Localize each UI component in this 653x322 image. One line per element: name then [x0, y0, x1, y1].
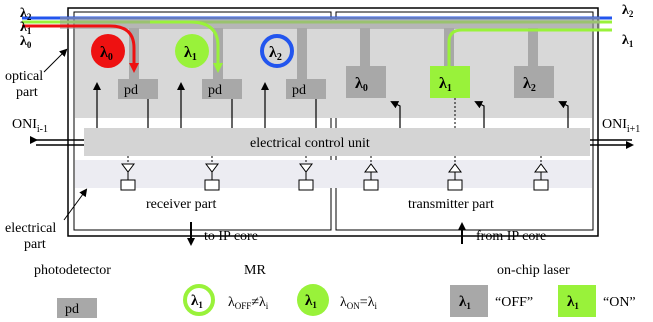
- optical-region: [75, 20, 592, 118]
- mr-lambda2: [260, 34, 294, 68]
- oni-left-label: ONIi-1: [12, 117, 48, 135]
- laser-lambda2: [514, 66, 554, 98]
- legend-laser-on-lambda: λ1: [567, 294, 579, 311]
- electrical-control-unit: [84, 128, 590, 156]
- electrical-region: [75, 160, 592, 188]
- mr-lambda0: [91, 34, 125, 68]
- transmitter-frame: [335, 11, 594, 231]
- legend-laser-on-label: “ON”: [603, 295, 636, 310]
- legend-mr-title: MR: [244, 263, 266, 278]
- bus-gray: [60, 17, 600, 29]
- output-lambda1: λ1: [622, 33, 634, 49]
- drop-wg-3: [297, 28, 307, 80]
- optical-pointer: [43, 48, 68, 73]
- mr-lambda1: [175, 34, 209, 68]
- laser-lambda0-label: λ0: [355, 75, 368, 94]
- pd-3: [286, 79, 326, 99]
- legend-laser-title: on-chip laser: [497, 263, 570, 278]
- to-ip-core-label: to IP core: [204, 229, 258, 244]
- legend-mr-on-lambda: λ1: [305, 293, 317, 310]
- legend-laser-off-lambda: λ1: [459, 294, 471, 311]
- transmitter-part-label: transmitter part: [408, 197, 494, 212]
- pd-1: [118, 79, 158, 99]
- pd-3-label: pd: [292, 83, 306, 98]
- electrical-pointer: [63, 188, 88, 221]
- receiver-part-label: receiver part: [146, 197, 216, 212]
- pd-2-label: pd: [208, 83, 222, 98]
- laser-lambda1: [430, 66, 470, 98]
- legend-photodetector-title: photodetector: [34, 263, 111, 278]
- laser-lambda2-label: λ2: [523, 75, 536, 94]
- mr-lambda2-label: λ2: [269, 44, 282, 63]
- legend-mr-off-lambda: λ1: [191, 293, 203, 310]
- mr-lambda0-label: λ0: [100, 44, 113, 63]
- output-lambda2: λ2: [622, 3, 634, 19]
- legend-mr-off-ring: [183, 284, 215, 316]
- legend-pd-label: pd: [65, 302, 79, 317]
- green-drop-path: [150, 20, 223, 73]
- receiver-frame: [73, 11, 332, 231]
- legend-mr-on-ring: [297, 284, 329, 316]
- from-ip-core-label: from IP core: [476, 229, 546, 244]
- legend-laser-on-box: [558, 285, 596, 317]
- oni-left-arrows: [30, 136, 84, 146]
- laser-lambda1-label: λ1: [439, 75, 452, 94]
- receiver-buffers: [120, 156, 314, 191]
- legend-laser-off-label: “OFF”: [495, 295, 533, 310]
- laser-wg-3: [528, 28, 538, 68]
- input-lambda0: λ0: [20, 34, 32, 50]
- transmitter-buffers: [363, 156, 549, 191]
- legend-on-condition: λON=λi: [340, 295, 377, 311]
- green-tx-path: [447, 28, 612, 66]
- control-arrows: [93, 82, 569, 128]
- legend-off-condition: λOFF≠λi: [228, 295, 269, 311]
- pd-2: [202, 79, 242, 99]
- input-lambda1: λ1: [20, 20, 32, 36]
- red-drop-path: [30, 24, 139, 73]
- mr-lambda1-label: λ1: [184, 44, 197, 63]
- legend-pd-box: [57, 298, 97, 318]
- laser-lambda0: [346, 66, 386, 98]
- oni-right-arrows: [590, 139, 634, 149]
- legend-laser-off-box: [450, 285, 488, 317]
- input-lambda2: λ2: [20, 6, 32, 22]
- ecu-label: electrical control unit: [250, 136, 370, 151]
- pd-1-label: pd: [124, 83, 138, 98]
- laser-wg-1: [360, 28, 370, 68]
- oni-right-label: ONIi+1: [602, 117, 640, 135]
